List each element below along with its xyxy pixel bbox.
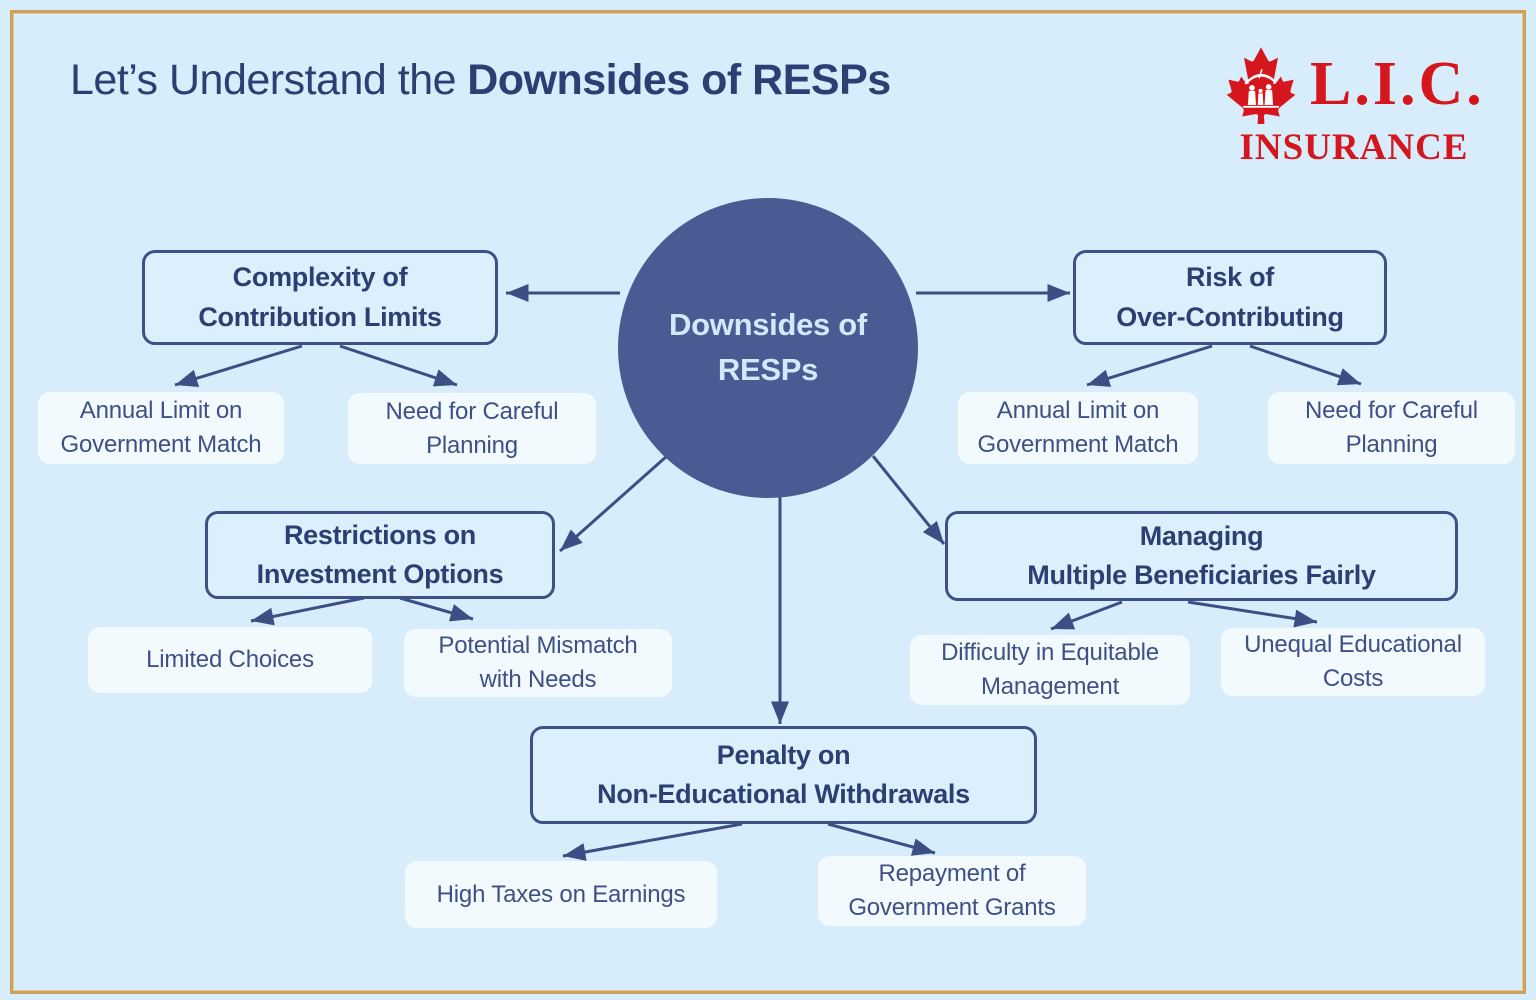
branch-penalty-on-non-educational-withdrawals: Penalty on Non-Educational Withdrawals [530,726,1037,824]
page-title-prefix: Let’s Understand the [70,56,457,104]
detail-limited-choices: Limited Choices [88,627,372,693]
logo-name: L.I.C. [1310,50,1485,118]
detail-need-for-careful-planning-right: Need for Careful Planning [1268,392,1515,464]
logo-row: L.I.C. [1218,44,1490,124]
branch-complexity-of-contribution-limits: Complexity of Contribution Limits [142,250,498,345]
logo-subtitle: INSURANCE [1239,127,1469,168]
detail-repayment-of-government-grants: Repayment of Government Grants [818,856,1086,926]
detail-high-taxes-on-earnings: High Taxes on Earnings [405,861,717,928]
branch-risk-of-over-contributing: Risk of Over-Contributing [1073,250,1387,345]
detail-potential-mismatch-with-needs: Potential Mismatch with Needs [404,629,672,697]
detail-annual-limit-on-government-match-left: Annual Limit on Government Match [38,392,284,464]
detail-difficulty-in-equitable-management: Difficulty in Equitable Management [910,635,1190,705]
central-node-downsides-of-resps: Downsides of RESPs [618,198,918,498]
branch-managing-multiple-beneficiaries-fairly: Managing Multiple Beneficiaries Fairly [945,511,1458,601]
detail-need-for-careful-planning-left: Need for Careful Planning [348,393,596,464]
branch-restrictions-on-investment-options: Restrictions on Investment Options [205,511,555,599]
lic-insurance-logo: L.I.C. INSURANCE [1218,44,1490,169]
family-under-umbrella-silhouette [1242,68,1280,108]
page-title-bold: Downsides of RESPs [467,56,891,104]
detail-annual-limit-on-government-match-right: Annual Limit on Government Match [958,392,1198,464]
detail-unequal-educational-costs: Unequal Educational Costs [1221,628,1485,696]
maple-leaf-family-icon [1226,47,1296,124]
